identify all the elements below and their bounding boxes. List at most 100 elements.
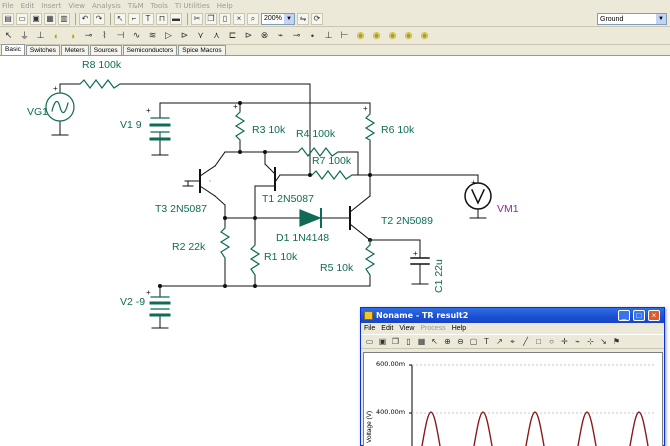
probe-icon[interactable]: ⌁ bbox=[575, 337, 580, 346]
relay-icon[interactable]: ⊸ bbox=[292, 30, 301, 40]
vg1-source[interactable] bbox=[45, 92, 75, 122]
rectangle-icon[interactable]: □ bbox=[536, 337, 541, 346]
flip-icon[interactable]: ⇋ bbox=[297, 12, 309, 25]
text-icon[interactable]: T bbox=[142, 12, 154, 25]
menu-ti-utilities[interactable]: TI Utilities bbox=[174, 1, 210, 10]
lamp-icon[interactable]: ⊗ bbox=[260, 30, 269, 40]
voltage-source-icon[interactable]: ◐ bbox=[53, 30, 60, 41]
menu-tools[interactable]: Tools bbox=[150, 1, 168, 10]
tab-sources[interactable]: Sources bbox=[89, 45, 122, 55]
meter-icon[interactable]: ◉ bbox=[420, 30, 429, 40]
open-icon[interactable]: ▭ bbox=[365, 337, 374, 346]
menu-insert[interactable]: Insert bbox=[41, 1, 62, 10]
graph-menu-file[interactable]: File bbox=[364, 325, 376, 332]
open-folder-icon[interactable]: ▭ bbox=[16, 12, 28, 25]
tr-result-window[interactable]: Noname - TR result2 _ □ × File Edit View… bbox=[360, 307, 665, 446]
current-source-icon[interactable]: ◑ bbox=[69, 30, 76, 41]
switch-icon[interactable]: ⊸ bbox=[84, 30, 93, 40]
resistor-r1[interactable] bbox=[249, 244, 261, 276]
maximize-button[interactable]: □ bbox=[633, 310, 645, 321]
close-button[interactable]: × bbox=[648, 310, 660, 321]
undo-icon[interactable]: ↶ bbox=[79, 12, 91, 25]
battery-icon[interactable]: ⊥ bbox=[36, 30, 45, 40]
fuse-icon[interactable]: ⌁ bbox=[277, 30, 284, 40]
resistor-r4[interactable] bbox=[297, 147, 339, 157]
copy-icon[interactable]: ❐ bbox=[391, 337, 400, 346]
menu-tm[interactable]: T&M bbox=[127, 1, 144, 10]
zoom-icon[interactable]: ⌕ bbox=[247, 12, 259, 25]
arrow-icon[interactable]: ↘ bbox=[600, 337, 607, 346]
window-titlebar[interactable]: Noname - TR result2 _ □ × bbox=[361, 308, 664, 323]
zoom-out-icon[interactable]: ⊖ bbox=[457, 337, 464, 346]
graph-menu-help[interactable]: Help bbox=[451, 325, 467, 332]
wire-tap-icon[interactable]: ⊥ bbox=[324, 30, 333, 40]
probe-icon[interactable]: ◉ bbox=[388, 30, 397, 40]
save-icon[interactable]: ▣ bbox=[30, 12, 42, 25]
voltmeter-vm1[interactable] bbox=[464, 182, 492, 210]
schematic-canvas[interactable]: + + + + + + + R8 100k VG1 V1 9 R3 10k R4… bbox=[0, 57, 670, 446]
crosshair-icon[interactable]: ✛ bbox=[561, 337, 568, 346]
menu-analysis[interactable]: Analysis bbox=[91, 1, 121, 10]
zener-icon[interactable]: ⊳ bbox=[180, 30, 189, 40]
marker-icon[interactable]: ⌖ bbox=[510, 336, 515, 346]
resistor-r6[interactable] bbox=[364, 113, 376, 141]
pointer-icon[interactable]: ↖ bbox=[114, 12, 126, 25]
paste-icon[interactable]: ▯ bbox=[219, 12, 231, 25]
ground-icon[interactable]: ⏚ bbox=[19, 31, 29, 41]
wire-icon[interactable]: ⌐ bbox=[128, 12, 140, 25]
cut-icon[interactable]: ✂ bbox=[191, 12, 203, 25]
menu-view[interactable]: View bbox=[68, 1, 85, 10]
print-icon[interactable]: ▦ bbox=[44, 12, 56, 25]
graph-menu-edit[interactable]: Edit bbox=[381, 325, 394, 332]
pointer-icon[interactable]: ↖ bbox=[431, 337, 438, 346]
pin-icon[interactable]: ⊢ bbox=[340, 30, 349, 40]
open-icon[interactable]: ▤ bbox=[2, 12, 14, 25]
delete-icon[interactable]: × bbox=[233, 12, 245, 25]
print-preview-icon[interactable]: ▥ bbox=[58, 12, 70, 25]
node-icon[interactable]: • bbox=[310, 30, 315, 41]
zoom-select[interactable]: 200% ▼ bbox=[261, 12, 295, 25]
graph-plot-area[interactable]: 600.00m 400.00m Voltage (V) bbox=[363, 352, 663, 446]
tab-switches[interactable]: Switches bbox=[25, 45, 60, 55]
diode-d1[interactable] bbox=[299, 209, 322, 227]
save-icon[interactable]: ▣ bbox=[378, 337, 387, 346]
diagram-icon[interactable]: ⊓ bbox=[156, 12, 168, 25]
menu-file[interactable]: File bbox=[2, 1, 14, 10]
resistor-r2[interactable] bbox=[219, 227, 231, 259]
rotate-icon[interactable]: ⟳ bbox=[311, 12, 323, 25]
text-icon[interactable]: T bbox=[484, 337, 489, 346]
tab-basic[interactable]: Basic bbox=[1, 44, 25, 55]
line-icon[interactable]: ╱ bbox=[523, 337, 528, 346]
fit-icon[interactable]: ▢ bbox=[469, 337, 478, 346]
tab-meters[interactable]: Meters bbox=[60, 45, 89, 55]
print-icon[interactable]: ▦ bbox=[417, 337, 426, 346]
generator-icon[interactable]: ◉ bbox=[404, 30, 413, 40]
npn-icon[interactable]: ⋎ bbox=[197, 30, 204, 40]
ammeter-icon[interactable]: ◉ bbox=[372, 30, 381, 40]
pointer-tool-icon[interactable]: ↖ bbox=[4, 30, 13, 40]
paste-icon[interactable]: ▯ bbox=[406, 337, 411, 346]
voltmeter-icon[interactable]: ◉ bbox=[356, 30, 365, 40]
pnp-icon[interactable]: ⋏ bbox=[213, 30, 220, 40]
graphic-icon[interactable]: ▬ bbox=[170, 12, 182, 25]
tab-semiconductors[interactable]: Semiconductors bbox=[122, 45, 178, 55]
redo-icon[interactable]: ↷ bbox=[93, 12, 105, 25]
graph-menu-process[interactable]: Process bbox=[420, 325, 446, 332]
diode-icon[interactable]: ▷ bbox=[165, 30, 172, 40]
graph-menu-view[interactable]: View bbox=[399, 325, 415, 332]
ground-select[interactable]: Ground ▼ bbox=[597, 13, 667, 25]
flag-icon[interactable]: ⚑ bbox=[612, 337, 621, 346]
copy-icon[interactable]: ❐ bbox=[205, 12, 217, 25]
resistor-r3[interactable] bbox=[234, 111, 246, 141]
resistor-icon[interactable]: ⌇ bbox=[102, 30, 107, 40]
inductor-icon[interactable]: ∿ bbox=[132, 30, 141, 40]
cursor-icon[interactable]: ↗ bbox=[496, 337, 503, 346]
capacitor-icon[interactable]: ⊣ bbox=[116, 30, 125, 40]
fet-icon[interactable]: ⊏ bbox=[228, 30, 237, 40]
resistor-r8[interactable] bbox=[79, 79, 121, 89]
resistor-r5[interactable] bbox=[364, 244, 376, 276]
transformer-icon[interactable]: ≋ bbox=[148, 30, 157, 40]
menu-edit[interactable]: Edit bbox=[20, 1, 35, 10]
minimize-button[interactable]: _ bbox=[618, 310, 630, 321]
opamp-icon[interactable]: ⊳ bbox=[244, 30, 253, 40]
